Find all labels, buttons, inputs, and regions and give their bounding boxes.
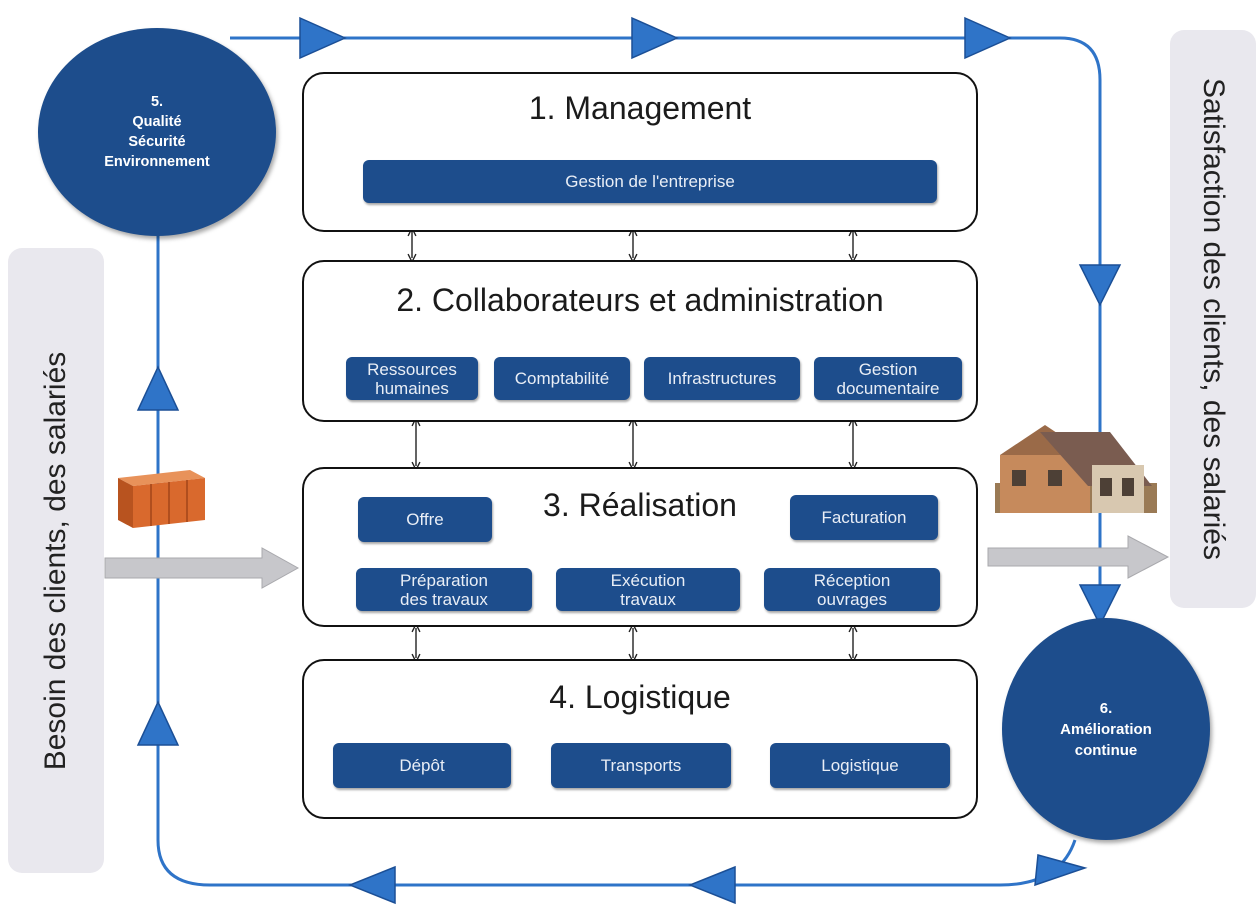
administration-item: Infrastructures xyxy=(644,357,800,400)
left-side-panel: Besoin des clients, des salariés xyxy=(8,248,104,873)
administration-item: Comptabilité xyxy=(494,357,630,400)
management-item: Gestion de l'entreprise xyxy=(363,160,937,203)
administration-item: Ressources humaines xyxy=(346,357,478,400)
flow-arrow xyxy=(687,865,736,905)
right-side-label: Satisfaction des clients, des salariés xyxy=(1197,78,1230,560)
flow-arrow xyxy=(631,16,679,60)
realisation-item: Réception ouvrages xyxy=(764,568,940,611)
flow-arrow xyxy=(299,16,347,60)
input-arrow xyxy=(104,547,300,589)
management-title: 1. Management xyxy=(528,90,752,126)
left-side-label: Besoin des clients, des salariés xyxy=(39,351,72,770)
brick-icon xyxy=(118,470,205,528)
realisation-item: Facturation xyxy=(790,495,938,540)
connectors xyxy=(412,232,853,658)
management-box: 1. Management xyxy=(302,72,978,232)
realisation-item: Exécution travaux xyxy=(556,568,740,611)
realisation-item: Offre xyxy=(358,497,492,542)
flow-arrow xyxy=(1078,584,1122,627)
administration-title: 2. Collaborateurs et administration xyxy=(396,282,884,318)
flow-top-right xyxy=(230,36,1102,610)
house-icon xyxy=(995,425,1157,513)
logistique-title: 4. Logistique xyxy=(549,679,731,715)
realisation-item: Préparation des travaux xyxy=(356,568,532,611)
improvement-circle: 6. Amélioration continue xyxy=(1002,618,1210,840)
flow-arrowheads xyxy=(136,16,1122,905)
administration-item: Gestion documentaire xyxy=(814,357,962,400)
quality-circle: 5. Qualité Sécurité Environnement xyxy=(38,28,276,236)
logistique-item: Dépôt xyxy=(333,743,511,788)
flow-arrow xyxy=(136,700,180,746)
flow-arrow xyxy=(1034,854,1088,887)
logistique-item: Logistique xyxy=(770,743,950,788)
logistique-item: Transports xyxy=(551,743,731,788)
realisation-title: 3. Réalisation xyxy=(543,487,737,523)
right-side-panel: Satisfaction des clients, des salariés xyxy=(1170,30,1256,608)
flow-arrow xyxy=(136,365,180,411)
logistique-box: 4. Logistique xyxy=(302,659,978,819)
flow-arrow xyxy=(347,865,396,905)
output-arrow xyxy=(987,535,1170,579)
flow-arrow xyxy=(964,16,1012,60)
flow-arrow xyxy=(1078,264,1122,307)
